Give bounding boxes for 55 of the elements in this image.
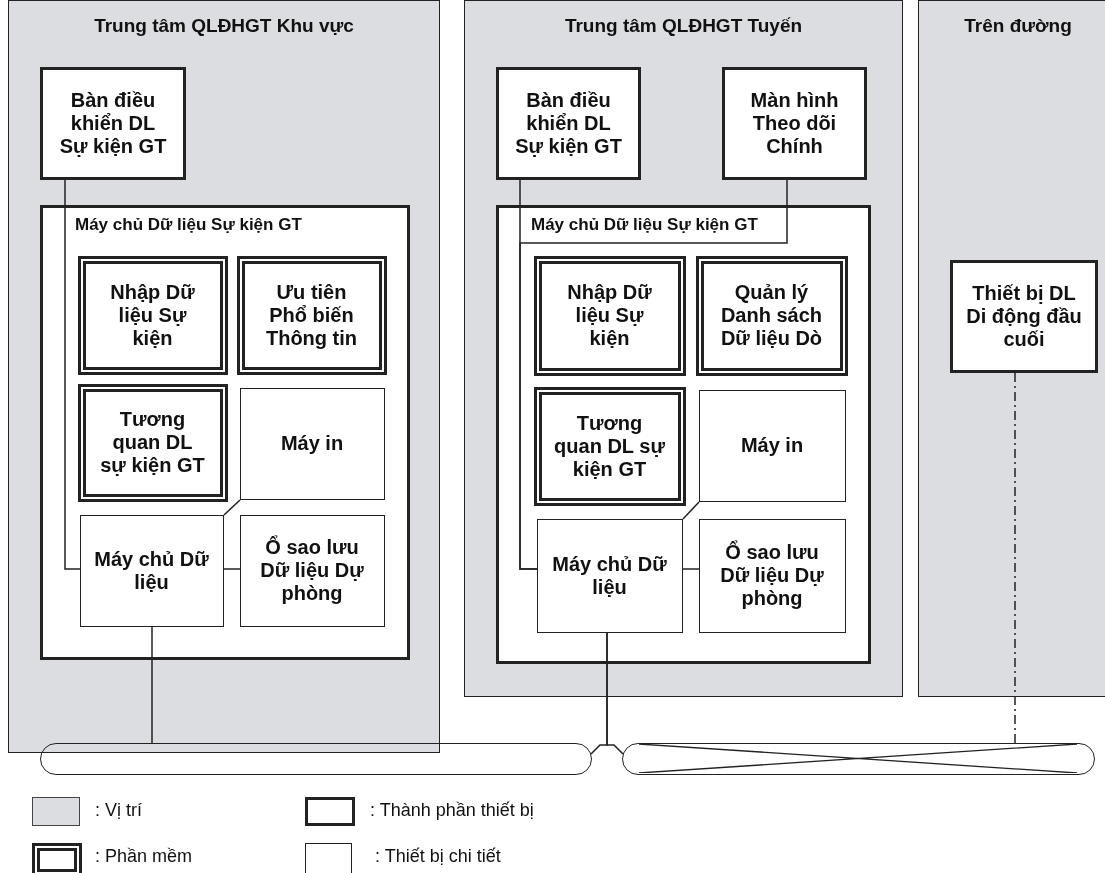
box-label: Nhập Dữ liệu Sự kiện [109,280,196,350]
connector-line [151,626,153,744]
connector-line [682,568,700,570]
box-label: Bàn điều khiển DL Sự kiện GT [58,89,168,158]
region-panel [918,0,1105,697]
box-label: Tương quan DL sự kiện GT [99,408,206,477]
box-label: Ổ sao lưu Dữ liệu Dự phòng [259,536,365,605]
connector-line [519,179,788,570]
device-box [536,518,683,633]
box-label: Màn hình Theo dõi Chính [749,89,840,158]
region-panel [8,0,440,753]
device-box [698,518,846,633]
device-box [698,389,846,502]
device-box [239,387,385,500]
box-label: Máy chủ Dữ liệu [93,547,210,594]
component-box [722,67,867,180]
device-box [79,514,224,627]
box-heading: Trung tâm QLĐHGT Tuyến [564,15,803,37]
component-box [496,67,641,180]
box-heading: Máy chủ Dữ liệu Sự kiện GT [530,214,758,236]
software-box [77,383,228,502]
box-heading: Trung tâm QLĐHGT Khu vực [94,15,354,37]
connector-line [64,179,81,570]
component-box [40,205,410,660]
box-label: Quản lý Danh sách Dữ liệu Dò [719,281,824,350]
connector-line [606,632,624,755]
legend-label: : Thiết bị chi tiết [375,846,501,867]
region-panel [464,0,903,697]
component-box [950,260,1098,373]
component-box [496,205,871,664]
box-label: Máy chủ Dữ liệu [551,552,668,599]
connector-line [223,499,241,516]
connector-line [223,568,241,570]
legend-label: : Thành phần thiết bị [370,800,534,821]
box-label: Thiết bị DL Di động đầu cuối [965,282,1083,351]
box-label: Ưu tiên Phổ biến Thông tin [264,280,359,350]
software-box [533,255,686,376]
device-box [239,514,385,627]
box-label: Tương quan DL sự kiện GT [553,411,666,481]
software-box [695,255,848,376]
connector-line [682,501,700,520]
component-box [40,67,186,180]
software-box [236,255,387,375]
box-heading: Máy chủ Dữ liệu Sự kiện GT [74,214,302,236]
box-label: Nhập Dữ liệu Sự kiện [566,281,653,350]
legend-label: : Phần mềm [95,846,193,867]
software-box [533,386,686,506]
box-heading: Trên đường [964,15,1072,37]
box-label: Máy in [739,434,805,457]
software-box [77,255,228,375]
box-label: Máy in [279,432,345,455]
box-label: Bàn điều khiển DL Sự kiện GT [514,89,623,158]
connector-line [1014,372,1016,744]
box-label: Ổ sao lưu Dữ liệu Dự phòng [719,541,825,610]
legend-label: : Vị trí [95,800,142,821]
